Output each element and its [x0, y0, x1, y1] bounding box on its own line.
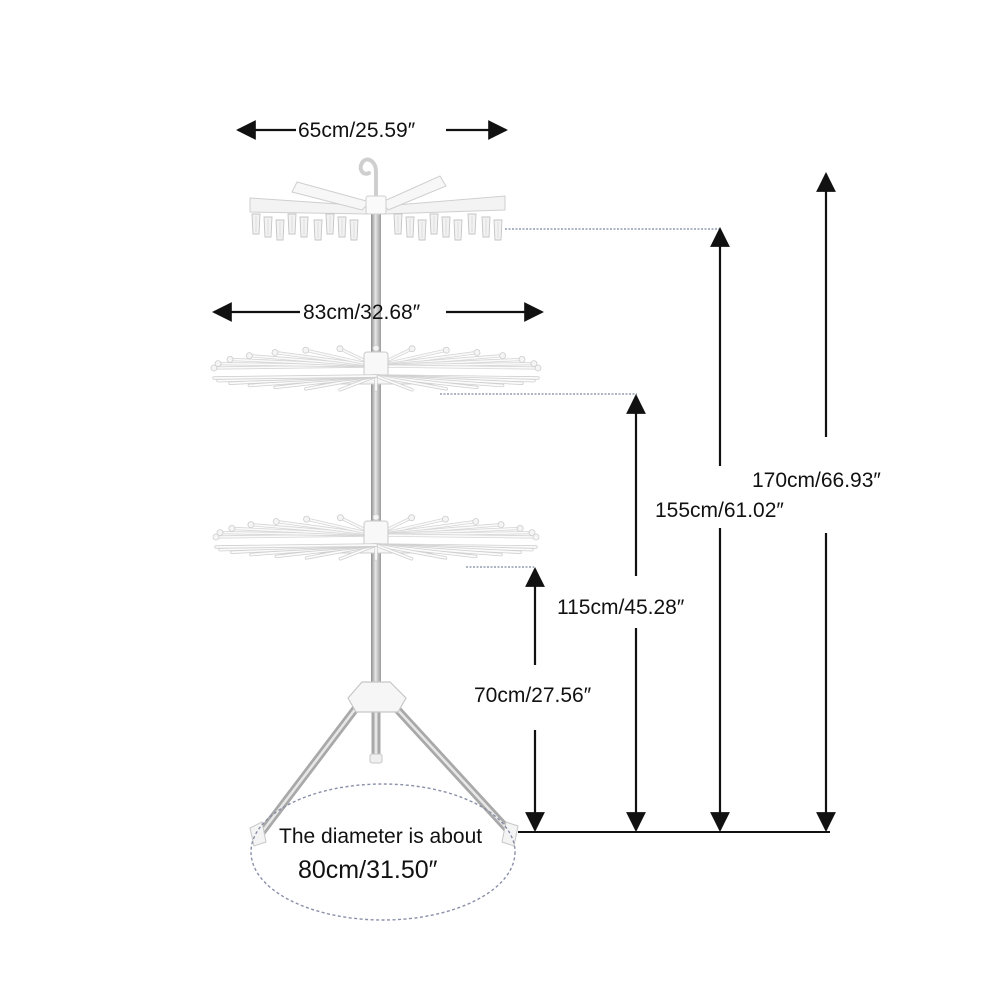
height-115-label: 115cm/45.28″ [557, 596, 685, 619]
top-clip-tier [249, 175, 506, 241]
middle-rack-tier [210, 344, 542, 392]
diameter-value: 80cm/31.50″ [298, 856, 438, 884]
height-70-label: 70cm/27.56″ [474, 684, 592, 707]
center-pole [371, 205, 381, 700]
diameter-ellipse [250, 783, 516, 921]
height-155-label: 155cm/61.02″ [655, 499, 784, 522]
middle-width-label: 83cm/32.68″ [303, 301, 421, 324]
hook-icon [358, 157, 378, 198]
lower-rack-tier [212, 513, 540, 561]
top-width-label: 65cm/25.59″ [298, 119, 416, 142]
diameter-caption: The diameter is about [279, 825, 483, 848]
height-170-label: 170cm/66.93″ [752, 469, 881, 492]
